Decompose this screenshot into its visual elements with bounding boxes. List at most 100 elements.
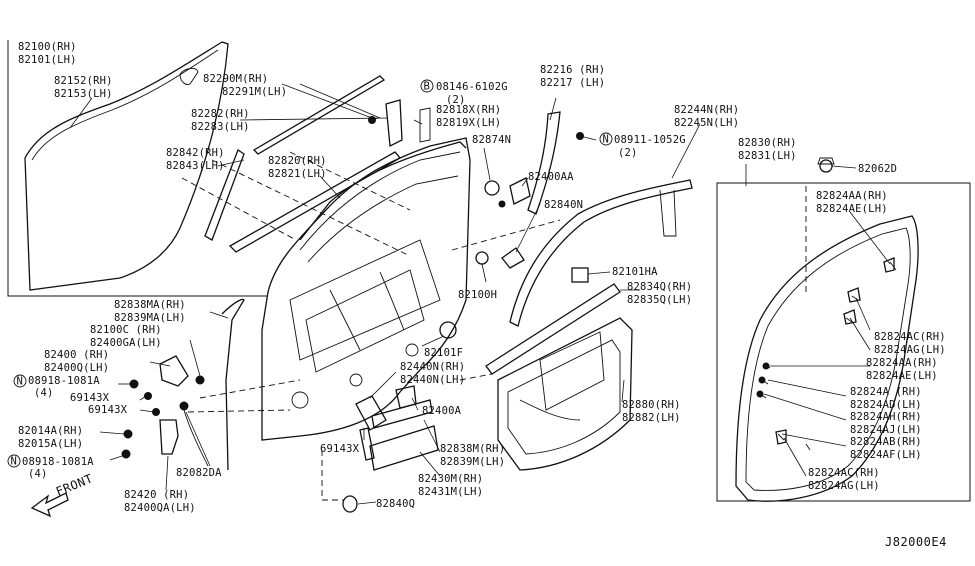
label-82842: 82842(RH) [166, 147, 225, 159]
plug-82100h [475, 251, 489, 265]
nut-08911 [576, 132, 584, 140]
label-82400a: 82400A [422, 405, 462, 417]
ref-line-9 [459, 373, 493, 381]
label-82101f: 82101F [424, 347, 463, 359]
bolt-08146 [368, 116, 376, 124]
weatherstrip-82290m [252, 75, 386, 155]
inner-panel-rib [329, 271, 405, 351]
leader-lines [99, 83, 891, 505]
label-82882: 82882(LH) [622, 412, 681, 424]
label-82824ae: 82824AE(LH) [866, 370, 938, 382]
grommet-82874n [484, 180, 500, 196]
frame-seal-bracket [659, 189, 677, 237]
clip-82100c [195, 375, 205, 385]
label-82400aa: 82400AA [528, 171, 574, 183]
label-82835q: 82835Q(LH) [627, 294, 692, 306]
nut-n-circle-3 [7, 454, 21, 468]
label-82839m: 82839M(LH) [440, 456, 505, 468]
clip-82082da [179, 401, 189, 411]
outer-panel-frame [7, 40, 268, 297]
label-82153: 82153(LH) [54, 88, 113, 100]
plug-82062d-head [817, 157, 835, 165]
leader-82152 [69, 97, 93, 129]
ref-line-4 [451, 219, 561, 251]
label-82838ma: 82838MA(RH) [114, 299, 186, 311]
label-82400qa: 82400QA(LH) [124, 502, 196, 514]
plug-82101f [439, 321, 457, 339]
bolt-b-marker: B [424, 81, 431, 93]
inner-door-panel [261, 137, 471, 441]
label-82824af: 82824AF(LH) [850, 449, 922, 461]
label-82824ac: 82824AC(RH) [874, 331, 946, 343]
label-82062d: 82062D [858, 163, 897, 175]
ref-line-6 [187, 409, 291, 413]
inner-panel-window-edge [299, 151, 461, 251]
outer-handle-pocket [179, 67, 199, 85]
label-82101: 82101(LH) [18, 54, 77, 66]
plug-82840q [342, 495, 358, 513]
label-82818x: 82818X(RH) [436, 104, 501, 116]
sash-trim-82842 [204, 149, 245, 241]
label-82291m: 82291M(LH) [222, 86, 287, 98]
label-82400q: 82400Q(LH) [44, 362, 109, 374]
ref-line-1 [181, 177, 297, 241]
door-trim-82880 [497, 317, 633, 471]
label-82821: 82821(LH) [268, 168, 327, 180]
trim-pocket [519, 399, 581, 421]
clip-69143x-a [144, 392, 152, 400]
weatherstrip-inner-lip [745, 227, 911, 491]
label-82840q: 82840Q [376, 498, 415, 510]
ref-line-2 [211, 159, 411, 257]
label-69143x-c: 69143X [320, 443, 360, 455]
armrest [539, 331, 605, 411]
diagram-code: J82000E4 [885, 535, 947, 549]
body-weatherstrip-82830 [735, 215, 919, 502]
label-82819x: 82819X(LH) [436, 117, 501, 129]
label-08911: 08911-1052G [614, 134, 686, 146]
clip-82824a [762, 362, 770, 370]
label-82824ah: 82824AH(RH) [850, 411, 922, 423]
label-82824ag: 82824AG(LH) [874, 344, 946, 356]
sash-82216 [527, 111, 561, 215]
seal-82818x [419, 107, 431, 143]
label-82840n: 82840N [544, 199, 583, 211]
label-82245n: 82245N(LH) [674, 117, 739, 129]
regulator-69143x [355, 395, 387, 431]
label-82838m: 82838M(RH) [440, 443, 505, 455]
belt-moulding-82820 [228, 151, 401, 253]
outer-panel-edge [31, 49, 219, 161]
clip-82824ac-b [843, 309, 857, 325]
inner-panel-cavity [289, 239, 441, 361]
label-82101ha: 82101HA [612, 266, 658, 278]
clip-82824ah [758, 376, 766, 384]
label-82440n: 82440N(RH) [400, 361, 465, 373]
outer-door-panel [24, 41, 229, 291]
ref-line-3 [289, 151, 411, 211]
label-82824ag-2: 82824AG(LH) [808, 480, 880, 492]
label-82824aa: 82824AA(RH) [866, 357, 938, 369]
label-08918b-qty: (4) [28, 468, 48, 480]
rod-82082da [183, 409, 209, 467]
clip-82824ac-a [847, 287, 861, 303]
trim-82430m [369, 425, 439, 471]
window-sash [299, 141, 467, 241]
label-82824ae-top: 82824AE(LH) [816, 203, 888, 215]
label-08146: 08146-6102G [436, 81, 508, 93]
nut-n-circle [599, 132, 613, 146]
label-82824a: 82824A (RH) [850, 386, 922, 398]
label-82082da: 82082DA [176, 467, 222, 479]
pad-82101ha [571, 267, 589, 283]
label-82824ac-2: 82824AC(RH) [808, 467, 880, 479]
bolt-08918-b [121, 449, 131, 459]
label-08146-qty: (2) [446, 94, 466, 106]
bracket-82282 [385, 99, 403, 148]
nut-n-circle-2 [13, 374, 27, 388]
inner-panel-cavity2 [305, 269, 425, 373]
label-82880: 82880(RH) [622, 399, 681, 411]
trim-inner-edge [507, 339, 621, 455]
label-82824ad: 82824AD(LH) [850, 399, 922, 411]
label-82400ga: 82400GA(LH) [90, 337, 162, 349]
label-82014a: 82014A(RH) [18, 425, 83, 437]
